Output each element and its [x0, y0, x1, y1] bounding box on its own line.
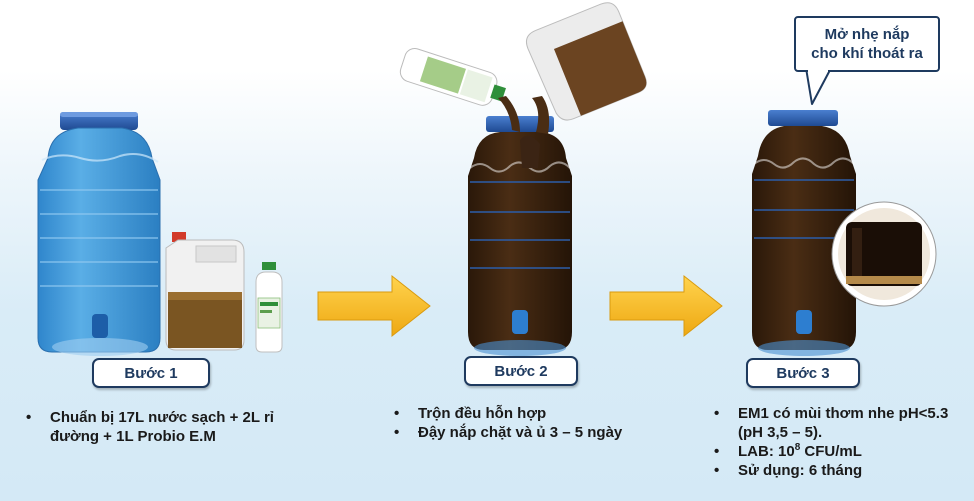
probio-bottle	[255, 262, 283, 353]
callout-line-1: Mở nhẹ nắp	[824, 26, 910, 43]
step-3-bullet: Sử dụng: 6 tháng	[712, 461, 952, 480]
step-3-bullet: EM1 có mùi thơm nhe pH<5.3 (pH 3,5 – 5).	[712, 404, 952, 442]
callout-line-2: cho khí thoát ra	[811, 45, 923, 62]
step-2-label: Bước 2	[464, 356, 578, 386]
pouring-probio-bottle	[399, 47, 506, 106]
em1-closeup-icon	[831, 201, 937, 307]
lab-exponent: 8	[794, 442, 801, 453]
step-3-bullets: EM1 có mùi thơm nhe pH<5.3 (pH 3,5 – 5).…	[712, 404, 952, 480]
finished-em1-jug	[752, 110, 856, 356]
step-2-bullet: Đậy nắp chặt và ủ 3 – 5 ngày	[392, 423, 692, 442]
callout-tail	[805, 67, 831, 105]
pouring-stream	[498, 96, 550, 134]
step-1-label: Bước 1	[92, 358, 210, 388]
lab-suffix: CFU/mL	[800, 443, 862, 460]
molasses-canister	[165, 232, 245, 351]
step-3-bullet-lab: LAB: 108 CFU/mL	[712, 442, 952, 461]
pouring-molasses-canister	[525, 2, 647, 121]
arrow-step-2-to-3	[609, 274, 723, 338]
step-3-label: Bước 3	[746, 358, 860, 388]
water-jug	[37, 112, 161, 356]
step-1-bullet: Chuẩn bị 17L nước sạch + 2L rỉ đường + 1…	[24, 408, 324, 446]
fermentation-jug	[468, 116, 572, 356]
step-2-bullets: Trộn đều hỗn hợp Đậy nắp chặt và ủ 3 – 5…	[392, 404, 692, 442]
lab-prefix: LAB: 10	[738, 443, 795, 460]
step-2-bullet: Trộn đều hỗn hợp	[392, 404, 692, 423]
arrow-step-1-to-2	[317, 274, 431, 338]
step-1-bullets: Chuẩn bị 17L nước sạch + 2L rỉ đường + 1…	[24, 408, 324, 446]
gas-release-callout: Mở nhẹ nắp cho khí thoát ra	[794, 16, 940, 72]
callout-tail-join	[808, 68, 828, 72]
